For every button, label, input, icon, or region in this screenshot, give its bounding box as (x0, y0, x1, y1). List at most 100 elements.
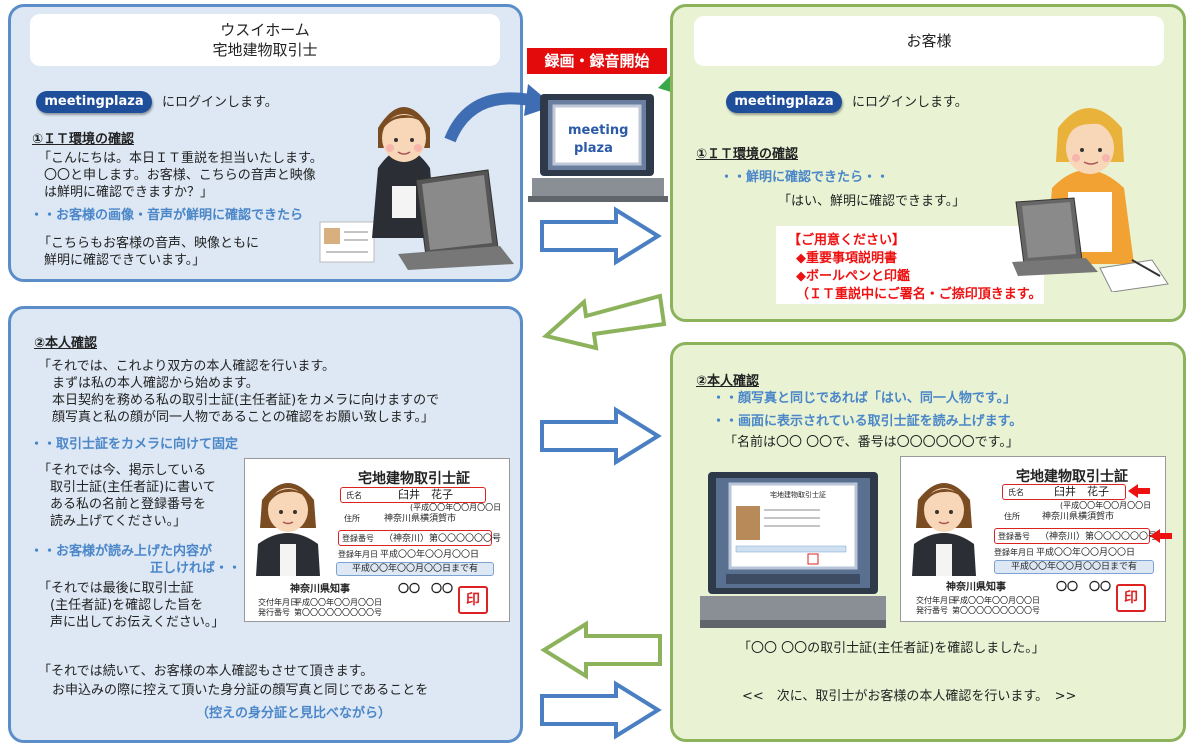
license-photo (256, 483, 320, 576)
seal-stamp-right: 印 (1116, 584, 1146, 612)
prepare-note (776, 226, 1044, 304)
down-left-arrow-icon (541, 293, 667, 351)
identity-condition-2a: ・・お客様が読み上げた内容が (30, 544, 213, 559)
issue-no-label: 発行番号 (258, 608, 290, 617)
intro-line-4: 顔写真と私の顔が同一人物であることの確認をお願い致します。」 (52, 410, 434, 425)
condition-text-customer: ・・鮮明に確認できたら・・ (720, 170, 890, 185)
issue-date-label: 交付年月日 (258, 598, 298, 607)
reg-date-value-right: 平成〇〇年〇〇月〇〇日 (1036, 548, 1136, 558)
reply-line-1: 「こちらもお客様の音声、映像ともに (38, 236, 260, 251)
license-title: 宅地建物取引士証 (358, 471, 470, 487)
customer-laptop-showing-card (700, 472, 886, 628)
issue-no-label-right: 発行番号 (916, 606, 948, 615)
issuer-right: 神奈川県知事 (946, 582, 1006, 593)
greeting-line-2: 〇〇と申します。お客様、こちらの音声と映像 (44, 168, 316, 183)
continue-line-2: お申込みの際に控えて頂いた身分証の顔写真と同じであることを (52, 683, 429, 698)
issue-no-value-right: 第〇〇〇〇〇〇〇〇〇号 (952, 606, 1040, 615)
reg-date-value: 平成〇〇年〇〇月〇〇日 (380, 550, 480, 560)
intro-line-2: まずは私の本人確認から始めます。 (52, 376, 259, 391)
customer-woman-illustration (1012, 108, 1169, 292)
meetingplaza-badge: meetingplaza (36, 91, 152, 113)
read-line-4: 読み上げてください。」 (50, 514, 187, 529)
left-arrow-icon (540, 620, 662, 680)
section-title-customer: ①ＩＴ環境の確認 (696, 147, 799, 162)
customer-reply: 「はい、鮮明に確認できます。」 (778, 194, 966, 209)
intro-line-1: 「それでは、これより双方の本人確認を行います。 (38, 359, 336, 374)
customer-condition-1: ・・顔写真と同じであれば「はい、同一人物です。」 (712, 391, 1017, 406)
issuer-name: 〇〇 〇〇 (398, 582, 453, 595)
laptop-screen-line-2: plaza (574, 141, 613, 156)
greeting-line-3: は鮮明に確認できますか？」 (44, 185, 214, 200)
prepare-item-2: ◆ボールペンと印鑑 (796, 269, 910, 284)
prepare-item-1: ◆重要事項説明書 (796, 251, 897, 266)
final-line-3: 声に出してお伝えください。」 (50, 615, 225, 630)
staff-laptop-icon (398, 169, 514, 270)
right-arrow-icon-3 (540, 680, 662, 740)
address-value: 神奈川県横須賀市 (384, 514, 457, 524)
identity-section-title: ②本人確認 (34, 336, 98, 351)
birth-date: (平成〇〇年〇〇月〇〇日 (410, 503, 502, 512)
customer-condition-2: ・・画面に表示されている取引士証を読み上げます。 (712, 414, 1023, 429)
license-title-right: 宅地建物取引士証 (1016, 469, 1128, 485)
issue-date-value: 平成〇〇年〇〇月〇〇日 (294, 598, 382, 607)
issuer-name-right: 〇〇 〇〇 (1056, 580, 1111, 593)
name-value-right: 臼井 花子 (1054, 485, 1109, 498)
reg-date-label: 登録年月日 (338, 550, 378, 559)
issue-date-label-right: 交付年月日 (916, 596, 956, 605)
identity-section-title-customer: ②本人確認 (696, 374, 760, 389)
intro-line-3: 本日契約を務める私の取引士証(主任者証)をカメラに向けますので (52, 393, 440, 408)
login-text: にログインします。 (162, 95, 278, 110)
next-step-text: << 次に、取引士がお客様の本人確認を行います。 >> (742, 689, 1077, 704)
name-highlight-right (1002, 484, 1126, 500)
login-text-customer: にログインします。 (852, 95, 968, 110)
right-arrow-icon-2 (540, 406, 662, 466)
address-label: 住所 (344, 514, 360, 523)
recording-start-label: 録画・録音開始 (527, 48, 667, 74)
pointer-arrow-icon (1128, 484, 1150, 498)
company-name: ウスイホーム (220, 21, 310, 39)
customer-label: お客様 (906, 32, 952, 50)
final-line-1: 「それでは最後に取引士証 (38, 581, 194, 596)
document-pen-icon (1099, 259, 1169, 292)
read-line-3: ある私の名前と登録番号を (50, 497, 207, 512)
staff-woman-illustration (319, 107, 514, 270)
reg-value-right: （神奈川）第〇〇〇〇〇〇号 (1040, 532, 1158, 542)
staff-header: ウスイホーム 宅地建物取引士 (30, 14, 500, 66)
final-line-2: (主任者証)を確認した旨を (50, 598, 204, 613)
right-arrow-icon (540, 206, 662, 266)
license-photo-right (912, 483, 976, 576)
continue-line-1: 「それでは続いて、お客様の本人確認もさせて頂きます。 (38, 664, 374, 679)
reg-label-right: 登録番号 (998, 532, 1030, 541)
seal-stamp: 印 (458, 586, 488, 614)
validity-bar-right: 平成〇〇年〇〇月〇〇日まで有 (994, 560, 1154, 574)
identity-condition-1: ・・取引士証をカメラに向けて固定 (30, 437, 239, 452)
validity-bar: 平成〇〇年〇〇月〇〇日まで有 (336, 562, 494, 576)
greeting-line-1: 「こんにちは。本日ＩＴ重説を担当いたします。 (38, 151, 323, 166)
name-label: 氏名 (346, 491, 362, 500)
reply-line-2: 鮮明に確認できています。」 (44, 253, 206, 268)
customer-laptop-icon (1012, 197, 1098, 276)
mini-card-title: 宅地建物取引士証 (770, 491, 826, 499)
laptop-screen-line-1: meeting (568, 123, 629, 138)
read-line-1: 「それでは今、掲示している (38, 463, 207, 478)
birth-date-right: (平成〇〇年〇〇月〇〇日 (1060, 501, 1152, 510)
reg-date-label-right: 登録年月日 (994, 548, 1034, 557)
reg-highlight-right (994, 528, 1150, 544)
staff-role: 宅地建物取引士 (212, 41, 318, 59)
read-line-2: 取引士証(主任者証)に書いて (50, 480, 216, 495)
meetingplaza-badge-customer: meetingplaza (726, 91, 842, 113)
name-label-right: 氏名 (1008, 488, 1024, 497)
prepare-item-3: （ＩＴ重説中にご署名・ご捺印頂きます。 (796, 287, 1042, 302)
reg-label: 登録番号 (342, 534, 374, 543)
identity-condition-2b: 正しければ・・ (150, 561, 242, 576)
prepare-title: 【ご用意ください】 (788, 233, 906, 248)
continue-note: （控えの身分証と見比べながら） (196, 706, 392, 721)
address-value-right: 神奈川県横須賀市 (1042, 512, 1115, 522)
customer-read-reply: 「名前は〇〇 〇〇で、番号は〇〇〇〇〇〇です。」 (724, 435, 1019, 450)
issuer: 神奈川県知事 (290, 584, 350, 595)
name-value: 臼井 花子 (398, 488, 453, 501)
pointer-arrow-icon-2 (1150, 529, 1172, 543)
reg-highlight (338, 530, 492, 546)
customer-header: お客様 (694, 16, 1164, 66)
customer-confirm-reply: 「〇〇 〇〇の取引士証(主任者証)を確認しました。」 (738, 641, 1045, 656)
